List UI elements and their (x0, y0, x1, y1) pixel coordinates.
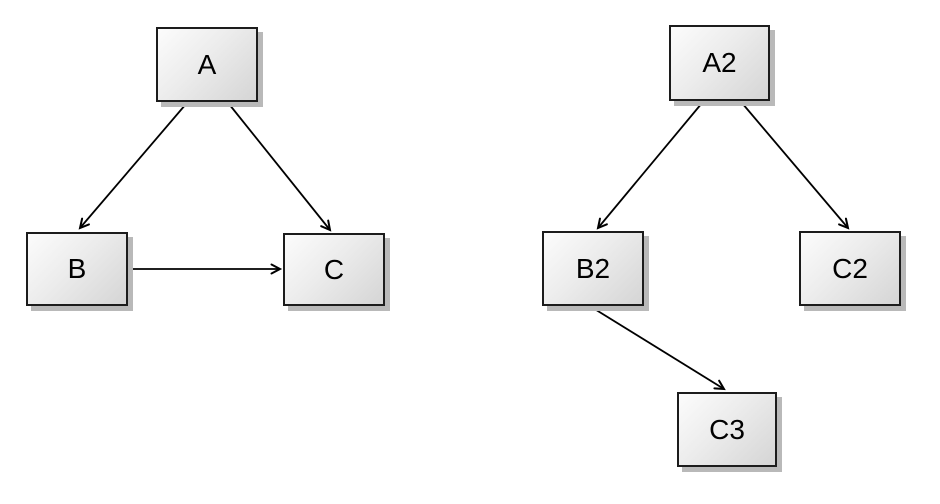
node-label-C: C (323, 253, 345, 285)
node-B2: B2 (542, 231, 644, 306)
node-label-B: B (67, 253, 87, 284)
node-B: B (26, 232, 128, 306)
node-label-C2: C2 (832, 252, 868, 284)
edge-B2-C3 (592, 307, 726, 391)
node-label-B2: B2 (575, 252, 611, 284)
node-C2: C2 (799, 231, 901, 306)
node-label-C3: C3 (709, 413, 745, 445)
edge-A2-B2 (596, 102, 703, 230)
node-label-A2: A2 (702, 47, 737, 78)
edge-A-B (78, 103, 187, 230)
node-C: C (283, 233, 385, 306)
edge-A-C (228, 103, 332, 232)
node-A2: A2 (669, 25, 770, 101)
node-A: A (156, 27, 258, 102)
node-C3: C3 (677, 392, 777, 467)
node-label-A: A (197, 48, 217, 80)
edge-A2-C2 (741, 102, 850, 230)
